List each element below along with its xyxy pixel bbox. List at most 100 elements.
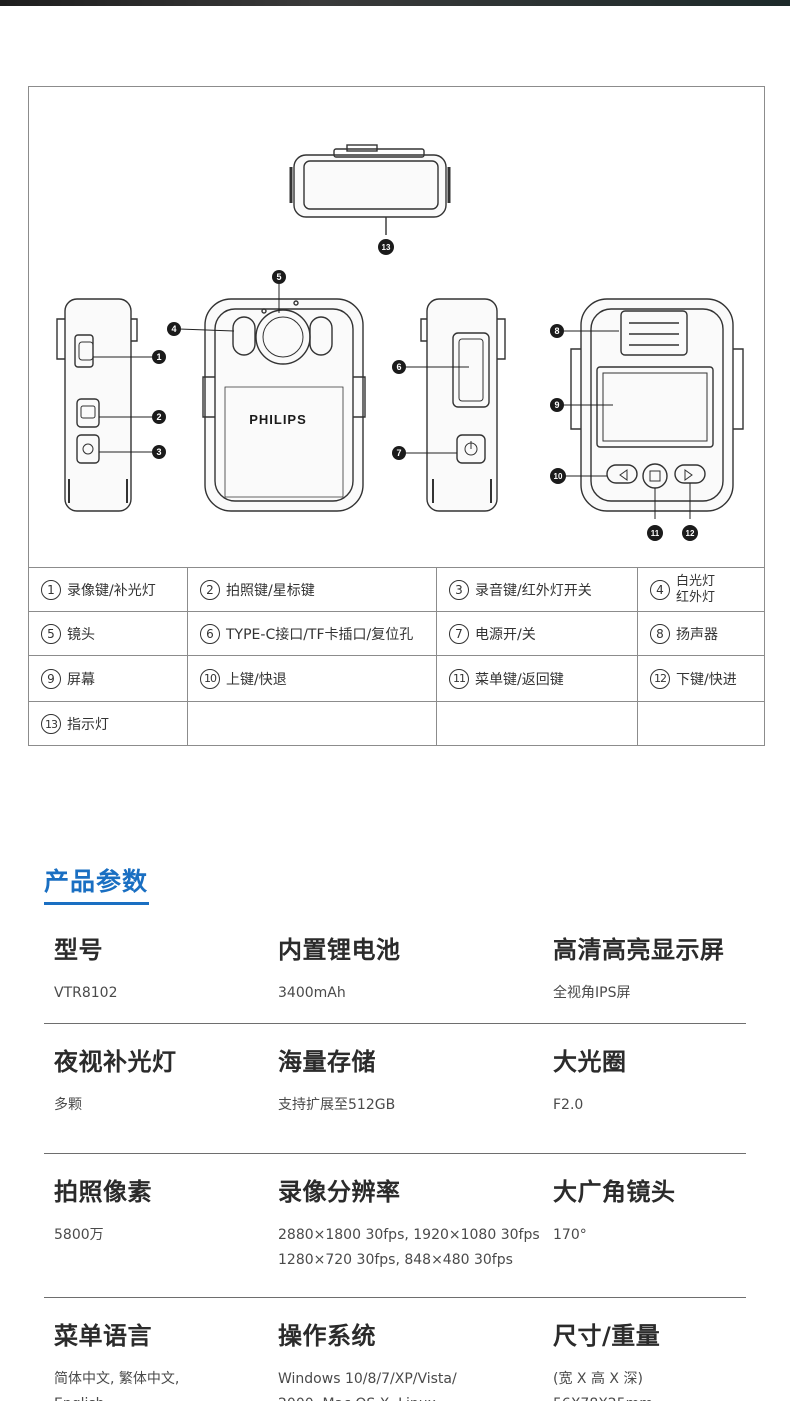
legend-cell <box>638 702 764 746</box>
spec-item: 海量存储支持扩展至512GB <box>278 1042 395 1118</box>
spec-value: (宽 X 高 X 深) 56X78X25mm 110g( 不含背夹) <box>553 1371 653 1401</box>
legend-number: 5 <box>41 623 61 644</box>
callout-3: 3 <box>156 447 161 457</box>
philips-logo: PHILIPS <box>249 412 307 427</box>
spec-value: 170° <box>553 1227 587 1243</box>
legend-cell <box>188 702 437 746</box>
callout-10: 10 <box>554 472 563 481</box>
spec-label: 操作系统 <box>278 1322 376 1350</box>
legend-label: 电源开/关 <box>475 626 536 643</box>
legend-label: 屏幕 <box>67 671 95 688</box>
callout-11: 11 <box>651 529 660 538</box>
callout-1: 1 <box>156 352 161 362</box>
spec-value: 5800万 <box>54 1227 104 1243</box>
spec-label: 拍照像素 <box>54 1178 152 1206</box>
legend-number: 8 <box>650 623 670 644</box>
title-underline <box>44 902 149 905</box>
device-diagram: 1 2 3 4 5 6 7 8 9 10 11 12 13 PHILIPS <box>56 144 744 541</box>
spec-value: 简体中文, 繁体中文, English <box>54 1371 180 1401</box>
spec-value: F2.0 <box>553 1097 584 1113</box>
legend-number: 12 <box>650 668 670 689</box>
spec-label: 海量存储 <box>278 1048 376 1076</box>
legend-label: 下键/快进 <box>676 671 737 688</box>
legend-cell <box>437 702 638 746</box>
legend-cell: 5 镜头 <box>29 612 188 655</box>
spec-label: 大光圈 <box>553 1048 627 1076</box>
device-back-view <box>570 298 744 512</box>
product-params-title: 产品参数 <box>44 867 149 896</box>
legend-label: 菜单键/返回键 <box>475 671 564 688</box>
callout-5: 5 <box>276 272 281 282</box>
legend-cell: 12 下键/快进 <box>638 656 764 701</box>
spec-row: 夜视补光灯多颗 海量存储支持扩展至512GB 大光圈 F2.0 <box>44 1042 746 1154</box>
legend-cell: 2 拍照键/星标键 <box>188 568 437 611</box>
spec-value: 3400mAh <box>278 985 346 1001</box>
legend-label: 白光灯 <box>676 573 716 589</box>
legend-label: 拍照键/星标键 <box>226 582 315 599</box>
top-decorative-bar <box>0 0 790 6</box>
spec-value: 多颗 <box>54 1097 82 1113</box>
device-diagram-panel: 1 2 3 4 5 6 7 8 9 10 11 12 13 PHILIPS 1 录… <box>28 86 765 746</box>
legend-number: 6 <box>200 623 220 644</box>
callout-2: 2 <box>156 412 161 422</box>
callout-6: 6 <box>396 362 401 372</box>
spec-value: 全视角IPS屏 <box>553 985 631 1001</box>
legend-cell: 3 录音键/红外灯开关 <box>437 568 638 611</box>
spec-item: 拍照像素 5800万 <box>54 1172 152 1248</box>
legend-label: 上键/快退 <box>226 671 287 688</box>
spec-label: 高清高亮显示屏 <box>553 936 725 964</box>
device-right-side-view <box>420 298 506 512</box>
spec-label: 内置锂电池 <box>278 936 401 964</box>
device-left-side-view <box>56 298 138 512</box>
legend-label: 镜头 <box>67 626 95 643</box>
spec-item: 大光圈 F2.0 <box>553 1042 627 1118</box>
legend-cell: 4 白光灯红外灯 <box>638 568 764 611</box>
legend-cell: 6 TYPE-C接口/TF卡插口/复位孔 <box>188 612 437 655</box>
legend-number: 4 <box>650 579 670 600</box>
spec-value: 2880×1800 30fps, 1920×1080 30fps 1280×72… <box>278 1227 540 1268</box>
legend-cell: 9 屏幕 <box>29 656 188 701</box>
legend-number: 9 <box>41 668 61 689</box>
legend-number: 1 <box>41 579 61 600</box>
legend-label-secondary: 红外灯 <box>676 589 716 605</box>
spec-item: 录像分辨率 2880×1800 30fps, 1920×1080 30fps 12… <box>278 1172 540 1273</box>
device-front-view <box>202 298 366 512</box>
spec-label: 型号 <box>54 936 103 964</box>
callout-8: 8 <box>554 326 559 336</box>
legend-label-stack: 白光灯红外灯 <box>676 574 715 606</box>
spec-value: 支持扩展至512GB <box>278 1097 396 1113</box>
legend-number: 3 <box>449 579 469 600</box>
callout-7: 7 <box>396 448 401 458</box>
spec-item: 操作系统 Windows 10/8/7/XP/Vista/ 2000, Mac O… <box>278 1316 457 1401</box>
spec-item: 夜视补光灯多颗 <box>54 1042 177 1118</box>
spec-label: 录像分辨率 <box>278 1178 401 1206</box>
legend-label: 录音键/红外灯开关 <box>475 582 592 599</box>
spec-label: 尺寸/重量 <box>553 1322 661 1350</box>
callout-12: 12 <box>686 529 695 538</box>
legend-number: 11 <box>449 668 469 689</box>
legend-cell: 11 菜单键/返回键 <box>437 656 638 701</box>
spec-item: 高清高亮显示屏全视角IPS屏 <box>553 930 725 1006</box>
legend-number: 2 <box>200 579 220 600</box>
device-top-view <box>289 144 451 235</box>
callout-4: 4 <box>171 324 176 334</box>
spec-label: 夜视补光灯 <box>54 1048 177 1076</box>
callout-13: 13 <box>382 243 391 252</box>
spec-value: Windows 10/8/7/XP/Vista/ 2000, Mac OS X,… <box>278 1371 457 1401</box>
legend-label: TYPE-C接口/TF卡插口/复位孔 <box>226 626 414 643</box>
